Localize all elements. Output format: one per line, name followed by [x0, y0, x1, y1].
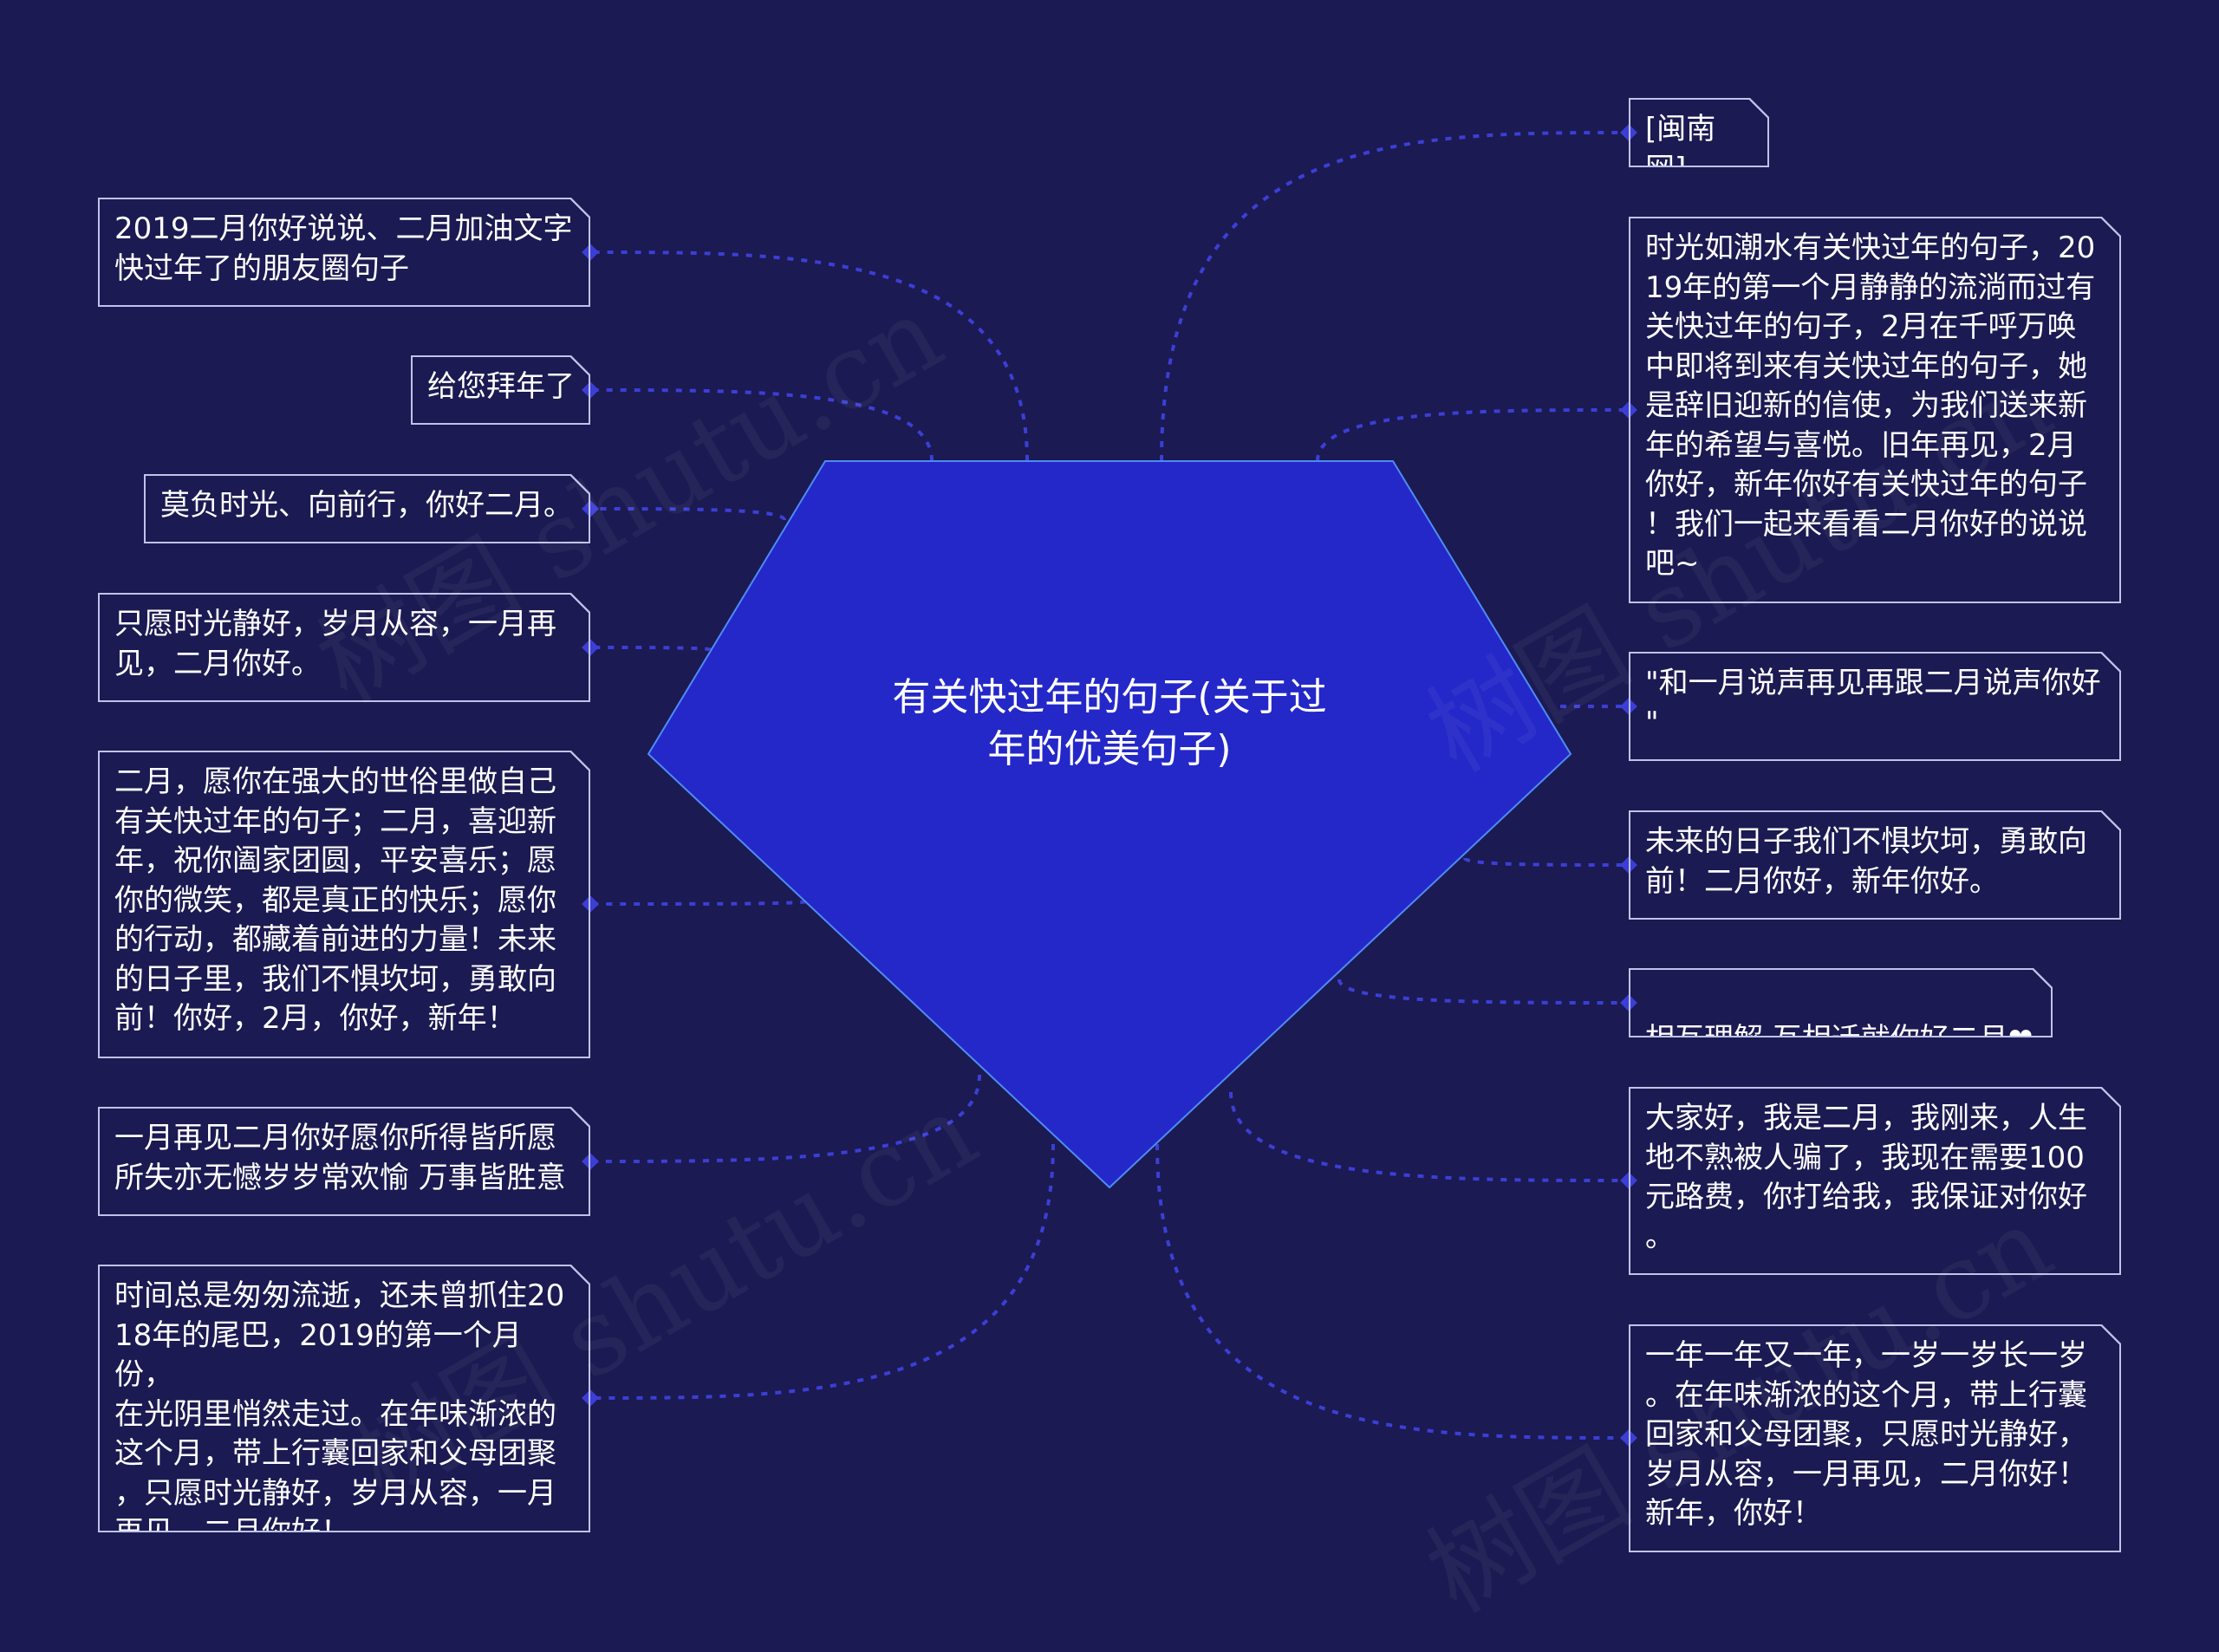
- left-topic-2[interactable]: 给您拜年了: [411, 355, 590, 425]
- left-topic-4[interactable]: 只愿时光静好，岁月从容，一月再 见，二月你好。: [98, 593, 590, 702]
- connector-left-4: [589, 646, 713, 652]
- left-topic-1[interactable]: 2019二月你好说说、二月加油文字 快过年了的朋友圈句子: [98, 198, 590, 307]
- connector-left-6: [589, 1074, 981, 1163]
- connector-right-5: [1337, 979, 1630, 1005]
- right-topic-1[interactable]: [闽南网]: [1629, 98, 1769, 167]
- right-topic-7[interactable]: 一年一年又一年，一岁一岁长一岁 。在年味渐浓的这个月，带上行囊 回家和父母团聚，…: [1629, 1324, 2121, 1552]
- right-topic-5[interactable]: 相互理解 互相迁就你好二月❤: [1629, 968, 2053, 1037]
- left-topic-3[interactable]: 莫负时光、向前行，你好二月。: [144, 474, 590, 543]
- connector-right-2: [1316, 408, 1630, 462]
- right-topic-3[interactable]: "和一月说声再见再跟二月说声你好 ": [1629, 652, 2121, 761]
- connector-right-7: [1155, 1143, 1630, 1440]
- connector-left-1: [589, 250, 1029, 462]
- heart-icon: ❤: [2008, 1022, 2034, 1038]
- right-topic-5-label: 相互理解 互相迁就你好二月: [1645, 1022, 2008, 1038]
- connector-right-6: [1229, 1091, 1630, 1182]
- connector-left-5: [589, 900, 808, 906]
- connector-left-2: [589, 388, 934, 462]
- connector-left-7: [589, 1143, 1055, 1400]
- right-topic-6[interactable]: 大家好，我是二月，我刚来，人生 地不熟被人骗了，我现在需要100 元路费，你打给…: [1629, 1087, 2121, 1275]
- left-topic-6[interactable]: 一月再见二月你好愿你所得皆所愿 所失亦无憾岁岁常欢愉 万事皆胜意: [98, 1107, 590, 1216]
- central-gem-shape[interactable]: [647, 460, 1572, 1189]
- central-topic-title[interactable]: 有关快过年的句子(关于过 年的优美句子): [892, 675, 1327, 771]
- left-topic-7[interactable]: 时间总是匆匆流逝，还未曾抓住20 18年的尾巴，2019的第一个月份， 在光阴里…: [98, 1265, 590, 1532]
- right-topic-4[interactable]: 未来的日子我们不惧坎坷，勇敢向 前！二月你好，新年你好。: [1629, 810, 2121, 920]
- connector-right-1: [1160, 131, 1630, 462]
- connector-right-4: [1463, 856, 1630, 867]
- connector-left-3: [589, 507, 786, 521]
- left-topic-5[interactable]: 二月，愿你在强大的世俗里做自己 有关快过年的句子；二月，喜迎新 年，祝你阖家团圆…: [98, 751, 590, 1058]
- right-topic-2[interactable]: 时光如潮水有关快过年的句子，20 19年的第一个月静静的流淌而过有 关快过年的句…: [1629, 217, 2121, 603]
